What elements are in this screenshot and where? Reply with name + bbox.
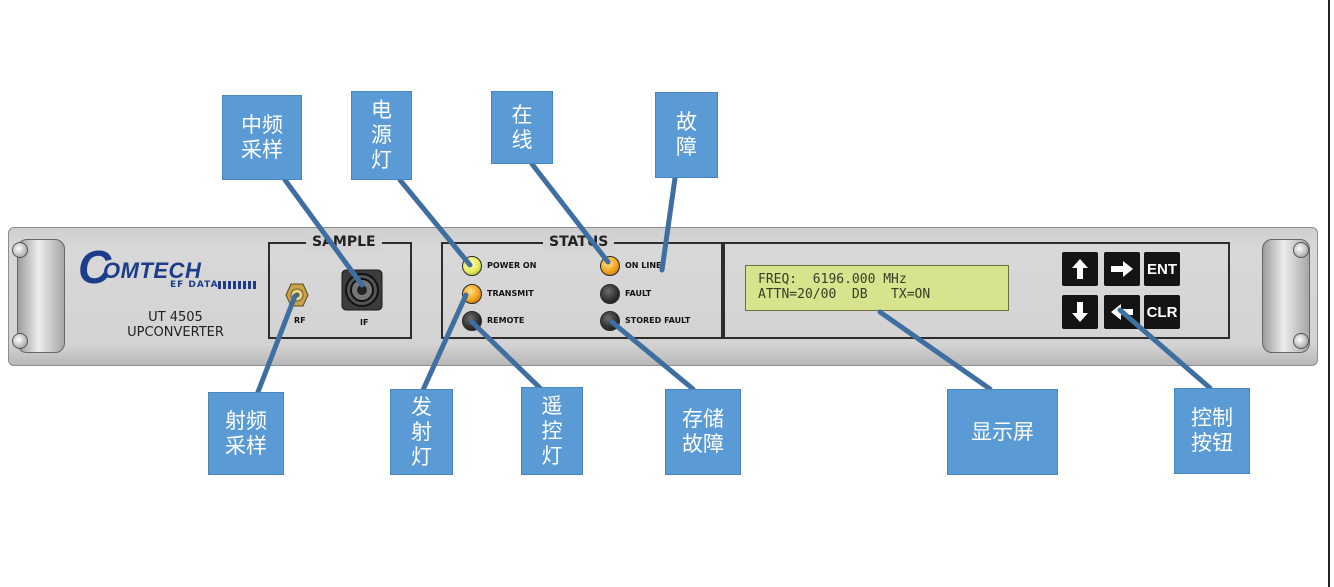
callout-remote-light: 遥 控 灯 (521, 387, 583, 475)
power-on-label: POWER ON (487, 261, 537, 270)
brand-stripe-icon (218, 281, 256, 289)
page-edge-line (1328, 0, 1330, 587)
screw-icon (12, 333, 28, 349)
model-number: UT 4505 (148, 310, 203, 325)
brand-logo: OMTECH (103, 258, 202, 283)
arrow-up-icon (1072, 259, 1088, 279)
fault-label: FAULT (625, 289, 652, 298)
callout-transmit-light: 发 射 灯 (390, 389, 453, 475)
right-arrow-button[interactable] (1104, 252, 1140, 286)
display-keypad-section (721, 242, 1230, 339)
callout-fault: 故 障 (655, 92, 718, 178)
down-arrow-button[interactable] (1062, 295, 1098, 329)
on-line-label: ON LINE (625, 261, 662, 270)
lcd-line-1: FREQ: 6196.000 MHz (758, 272, 907, 287)
callout-online: 在 线 (491, 91, 553, 164)
screw-icon (12, 242, 28, 258)
callout-control-buttons: 控制 按钮 (1174, 388, 1250, 474)
arrow-down-icon (1072, 302, 1088, 322)
screw-icon (1293, 333, 1309, 349)
transmit-led (462, 284, 482, 304)
fault-led (600, 284, 620, 304)
lcd-display: FREQ: 6196.000 MHz ATTN=20/00 DB TX=ON (745, 265, 1009, 311)
clr-button[interactable]: CLR (1144, 295, 1180, 329)
brand-subtitle: EF DATA (170, 280, 219, 290)
callout-if-sample: 中频 采样 (222, 95, 302, 180)
callout-stored-fault: 存储 故障 (665, 389, 741, 475)
if-connector-icon[interactable] (340, 268, 384, 312)
rf-port-label: RF (294, 316, 306, 325)
transmit-label: TRANSMIT (487, 289, 534, 298)
brand-logo-initial: C (78, 241, 112, 293)
if-port-label: IF (360, 318, 369, 327)
callout-rf-sample: 射频 采样 (208, 392, 284, 475)
lcd-line-2: ATTN=20/00 DB TX=ON (758, 287, 931, 302)
stored-fault-label: STORED FAULT (625, 316, 691, 325)
ent-button[interactable]: ENT (1144, 252, 1180, 286)
model-name: UPCONVERTER (127, 325, 224, 340)
callout-power-light: 电 源 灯 (351, 91, 412, 180)
remote-label: REMOTE (487, 316, 525, 325)
callout-display: 显示屏 (947, 389, 1058, 475)
screw-icon (1293, 242, 1309, 258)
up-arrow-button[interactable] (1062, 252, 1098, 286)
arrow-right-icon (1111, 261, 1133, 277)
